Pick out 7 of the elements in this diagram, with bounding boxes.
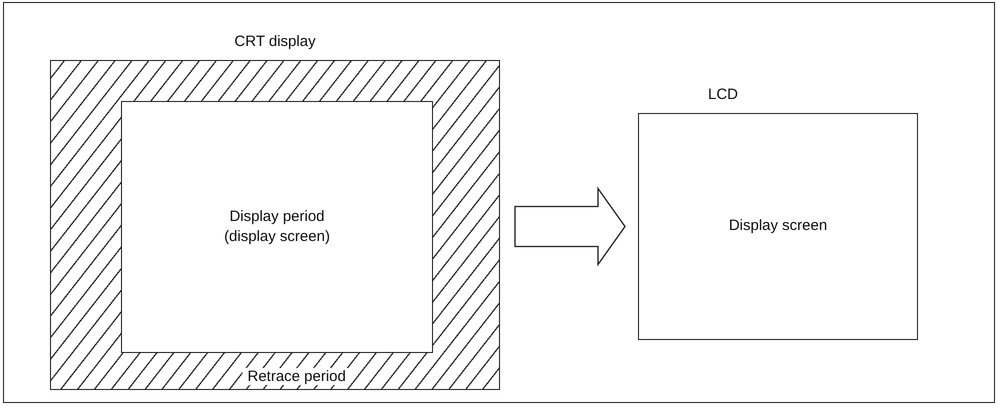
- screen-label: Display screen: [728, 216, 828, 236]
- area-label: Retrace period: [242, 368, 351, 385]
- panel-heading: LCD: [706, 85, 739, 105]
- block-arrow: [514, 186, 626, 267]
- screen-box: [121, 101, 433, 353]
- screen-label: Display period (display screen): [223, 206, 331, 247]
- panel-heading: CRT display: [233, 32, 317, 52]
